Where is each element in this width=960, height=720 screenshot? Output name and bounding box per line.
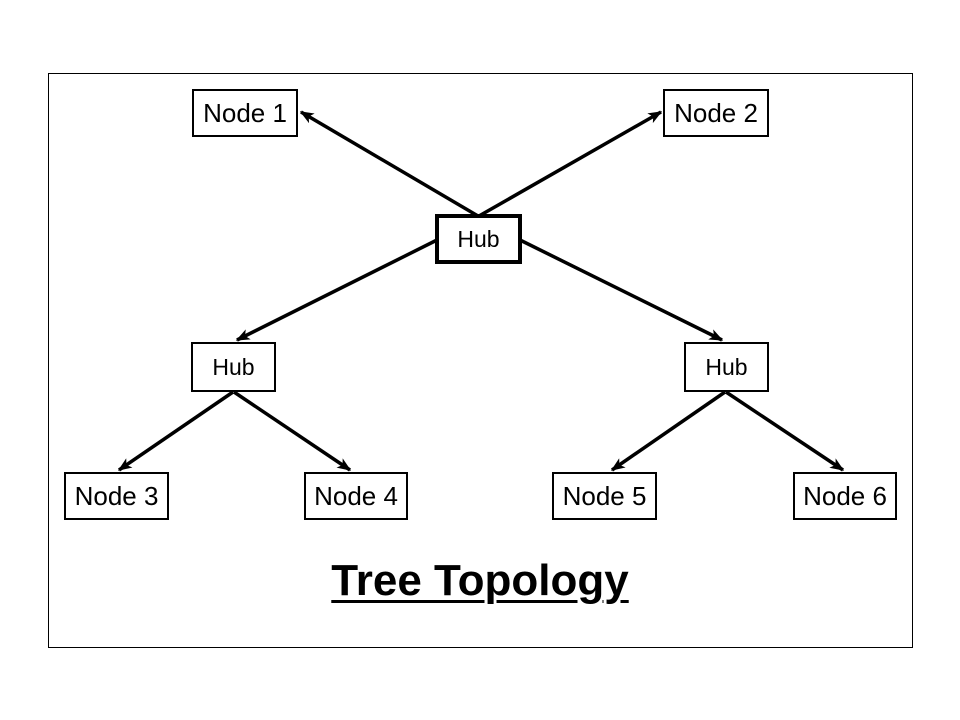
edge-hub-root-to-node-1: [299, 110, 479, 218]
hub-right-label: Hub: [705, 353, 748, 380]
node-4-box: Node 4: [304, 472, 408, 520]
node-3-box: Node 3: [64, 472, 169, 520]
node-5-box: Node 5: [552, 472, 657, 520]
edge-hub-root-to-hub-right: [519, 238, 724, 342]
node-2-box: Node 2: [663, 89, 769, 137]
edge-hub-right-to-node-6: [725, 390, 845, 472]
edge-hub-left-to-node-3: [117, 390, 234, 472]
node-2-label: Node 2: [674, 98, 758, 128]
node-4-label: Node 4: [314, 481, 398, 511]
diagram-border: [48, 73, 913, 648]
node-3-label: Node 3: [74, 481, 159, 511]
node-1-label: Node 1: [203, 98, 287, 128]
hub-root-label: Hub: [457, 225, 500, 252]
hub-left-box: Hub: [191, 342, 276, 392]
hub-root-box: Hub: [435, 214, 522, 264]
node-6-label: Node 6: [803, 481, 887, 511]
edge-hub-left-to-node-4: [233, 390, 352, 472]
edge-hub-root-to-node-2: [478, 110, 663, 218]
hub-right-box: Hub: [684, 342, 769, 392]
diagram-title: Tree Topology: [331, 556, 629, 605]
edge-hub-root-to-hub-left: [235, 238, 438, 342]
node-1-box: Node 1: [192, 89, 298, 137]
edge-hub-right-to-node-5: [610, 390, 726, 472]
node-6-box: Node 6: [793, 472, 897, 520]
hub-left-label: Hub: [212, 353, 255, 380]
node-5-label: Node 5: [562, 481, 647, 511]
